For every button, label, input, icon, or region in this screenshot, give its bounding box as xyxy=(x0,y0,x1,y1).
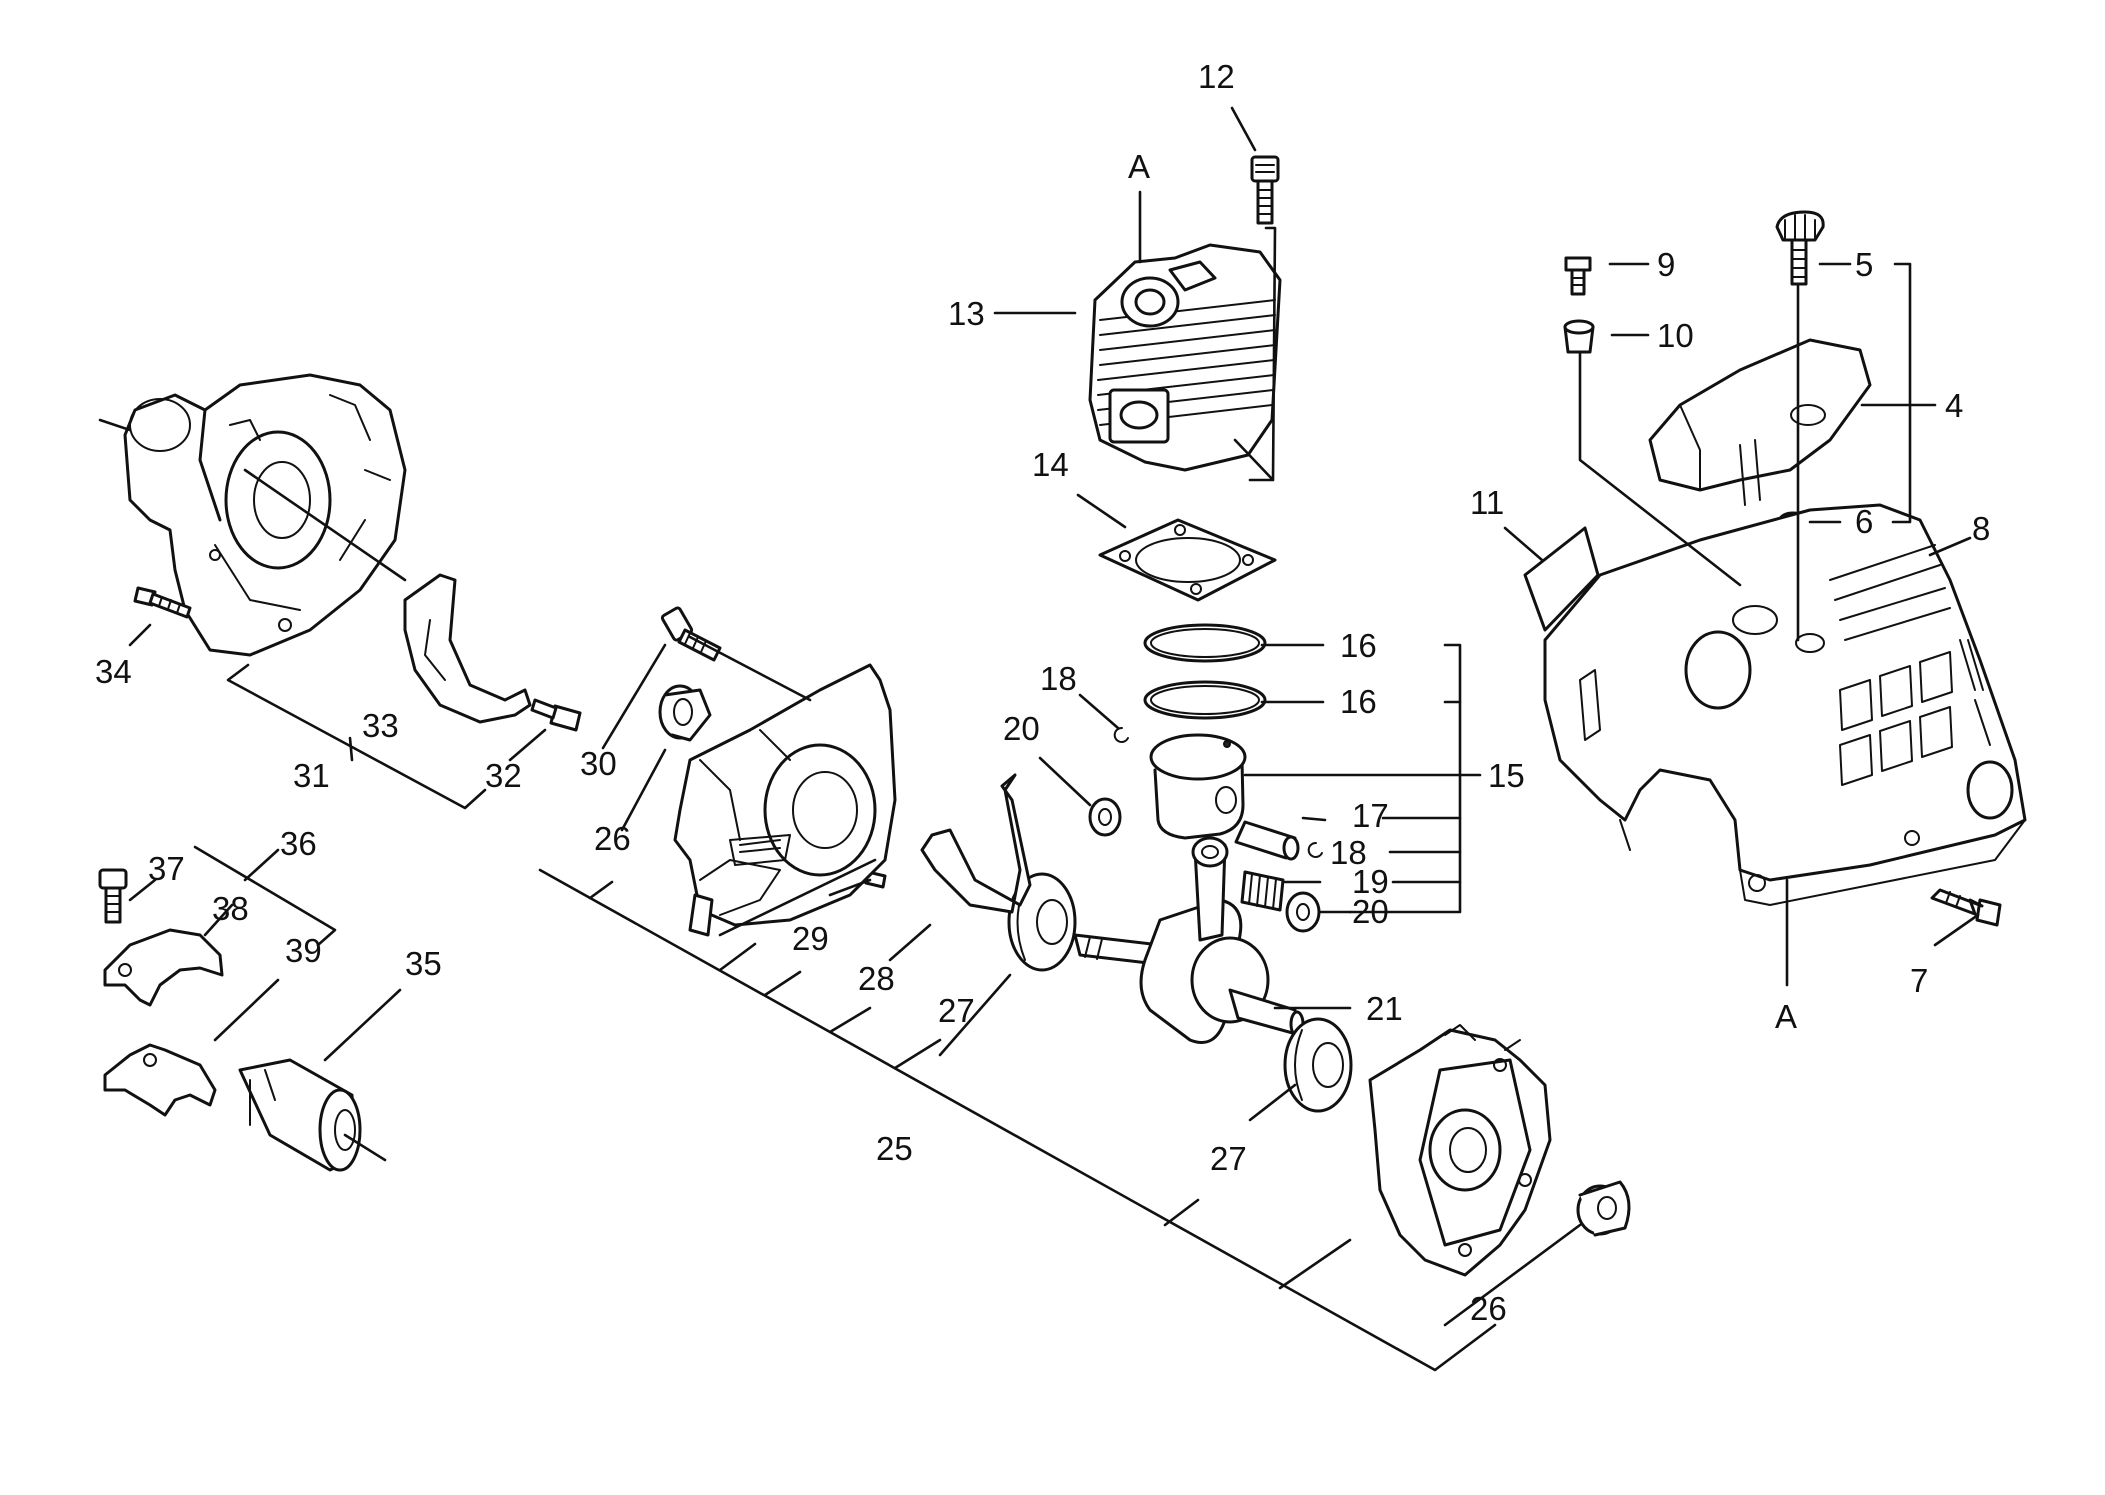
callout-34: 34 xyxy=(95,653,132,690)
part-20-thrust-washers xyxy=(1088,797,1321,933)
part-13-cylinder xyxy=(1088,243,1282,472)
callout-31: 31 xyxy=(293,757,330,794)
callout-20-left: 20 xyxy=(1003,710,1040,747)
callout-12: 12 xyxy=(1198,58,1235,95)
callout-16-upper: 16 xyxy=(1340,627,1377,664)
part-25-crankcase-left xyxy=(673,663,897,937)
callout-21: 21 xyxy=(1366,990,1403,1027)
callout-36: 36 xyxy=(280,825,317,862)
callout-18-right: 18 xyxy=(1330,834,1367,871)
callout-14: 14 xyxy=(1032,446,1069,483)
callout-ref-a-top: A xyxy=(1128,148,1150,185)
callout-13: 13 xyxy=(948,295,985,332)
part-35-drive-tube xyxy=(238,1058,387,1172)
callout-38: 38 xyxy=(212,890,249,927)
callout-33: 33 xyxy=(362,707,399,744)
callout-4: 4 xyxy=(1945,387,1963,424)
callout-10: 10 xyxy=(1657,317,1694,354)
part-31-clutch-housing xyxy=(98,373,407,657)
part-25-crankcase-right xyxy=(1368,1024,1552,1277)
part-8-engine-shroud xyxy=(1543,503,2027,906)
leader-lines xyxy=(128,106,1980,1372)
part-4-top-cover xyxy=(1648,338,1872,506)
part-12-cylinder-bolt xyxy=(1250,155,1280,225)
callout-27-lower: 27 xyxy=(1210,1140,1247,1177)
part-27-ball-bearing-lower xyxy=(1283,1017,1353,1113)
part-17-piston-pin xyxy=(1234,820,1300,861)
part-28-crankcase-gasket xyxy=(920,773,1032,914)
callout-39: 39 xyxy=(285,932,322,969)
part-34-bolt xyxy=(133,586,192,619)
callout-20-right: 20 xyxy=(1352,893,1389,930)
callout-37: 37 xyxy=(148,850,185,887)
callout-26-left: 26 xyxy=(594,820,631,857)
part-21-crankshaft xyxy=(1073,836,1305,1044)
part-9-bolt xyxy=(1564,256,1592,296)
part-19-needle-bearing xyxy=(1240,870,1285,912)
callout-17: 17 xyxy=(1352,797,1389,834)
callout-6: 6 xyxy=(1855,503,1873,540)
callout-5: 5 xyxy=(1855,246,1873,283)
callout-28: 28 xyxy=(858,960,895,997)
callout-11: 11 xyxy=(1470,484,1504,521)
part-11-filter-pad xyxy=(1523,526,1600,632)
callout-18-left: 18 xyxy=(1040,660,1077,697)
part-7-bolt xyxy=(1930,888,2002,927)
part-10-grommet xyxy=(1563,319,1595,354)
callout-29: 29 xyxy=(792,920,829,957)
callout-15: 15 xyxy=(1488,757,1525,794)
part-27-ball-bearing-upper xyxy=(1007,872,1077,972)
part-5-bolt xyxy=(1775,210,1825,286)
callout-16-lower: 16 xyxy=(1340,683,1377,720)
part-38-clamp-upper xyxy=(103,928,224,1007)
callout-labels: 12 A 13 14 16 16 18 20 15 17 18 19 20 21… xyxy=(95,58,1990,1327)
callout-25: 25 xyxy=(876,1130,913,1167)
part-15-piston-assembly xyxy=(1149,733,1247,840)
part-26-oil-seal-right xyxy=(1576,1180,1631,1237)
callout-35: 35 xyxy=(405,945,442,982)
part-16-piston-rings xyxy=(1143,623,1267,720)
callout-9: 9 xyxy=(1657,246,1675,283)
part-32-bolt xyxy=(530,698,582,732)
callout-8: 8 xyxy=(1972,510,1990,547)
callout-30: 30 xyxy=(580,745,617,782)
part-39-clamp-lower xyxy=(103,1043,217,1117)
callout-26-right: 26 xyxy=(1470,1290,1507,1327)
part-30-crankcase-bolt xyxy=(660,606,722,662)
callout-7: 7 xyxy=(1910,962,1928,999)
part-14-cylinder-gasket xyxy=(1098,518,1277,602)
callout-27-upper: 27 xyxy=(938,992,975,1029)
callout-32: 32 xyxy=(485,757,522,794)
part-37-bolt xyxy=(98,868,128,924)
callout-19: 19 xyxy=(1352,863,1389,900)
part-26-oil-seal-left xyxy=(658,684,712,742)
callout-ref-a-bottom: A xyxy=(1775,998,1797,1035)
part-33-guard xyxy=(403,573,532,724)
